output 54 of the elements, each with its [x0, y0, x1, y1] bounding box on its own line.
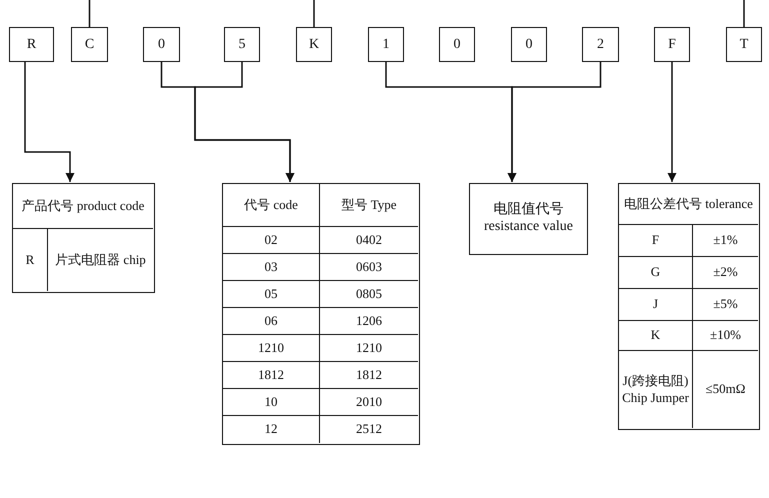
table-cell: G [619, 257, 693, 289]
character-box: 5 [224, 27, 260, 62]
arrow [668, 62, 676, 182]
table-cell: 2010 [320, 389, 418, 416]
table-cell: 代号 code [223, 184, 320, 227]
table-cell: ±5% [693, 289, 758, 321]
code-table [12, 183, 155, 293]
character-box: K [296, 27, 332, 62]
table-cell: 1206 [320, 308, 418, 335]
character-box: 0 [143, 27, 180, 62]
table-cell: ±2% [693, 257, 758, 289]
table-cell: 10 [223, 389, 320, 416]
table-cell: 1812 [223, 362, 320, 389]
table-cell: R [13, 229, 48, 291]
table-cell: 05 [223, 281, 320, 308]
code-table [222, 183, 420, 445]
connector-line [743, 0, 745, 27]
character-box: 0 [511, 27, 547, 62]
arrow [508, 62, 602, 182]
table-cell-text: 片式电阻器 chip [54, 250, 147, 269]
character-box: T [726, 27, 762, 62]
table-cell: 电阻公差代号 tolerance [619, 184, 758, 225]
character-box: 0 [439, 27, 475, 62]
character-box: 1 [368, 27, 404, 62]
table-cell: 12 [223, 416, 320, 443]
table-cell: 1812 [320, 362, 418, 389]
table-cell: 0402 [320, 227, 418, 254]
table-cell: 型号 Type [320, 184, 418, 227]
table-cell: F [619, 225, 693, 257]
table-cell-text: 2512 [355, 420, 383, 438]
table-cell: 1210 [223, 335, 320, 362]
table-cell: 0805 [320, 281, 418, 308]
character-box: C [71, 27, 108, 62]
table-cell: 02 [223, 227, 320, 254]
table-cell: K [619, 321, 693, 351]
table-cell: 1210 [320, 335, 418, 362]
connector-line [88, 0, 90, 27]
table-cell: ±1% [693, 225, 758, 257]
code-table [618, 183, 760, 430]
character-box: F [654, 27, 690, 62]
connector-line [313, 0, 315, 27]
table-cell: J [619, 289, 693, 321]
character-box: R [9, 27, 54, 62]
arrow [194, 62, 294, 182]
label-box: 电阻值代号 resistance value [469, 183, 588, 255]
character-box: 2 [582, 27, 619, 62]
table-cell: J(跨接电阻) Chip Jumper [619, 351, 693, 428]
table-cell: ±10% [693, 321, 758, 351]
table-cell: 0603 [320, 254, 418, 281]
arrow [24, 62, 74, 182]
table-cell: 产品代号 product code [13, 184, 153, 229]
table-cell: 06 [223, 308, 320, 335]
table-cell: 03 [223, 254, 320, 281]
table-cell-text: ≤50mΩ [704, 380, 746, 398]
